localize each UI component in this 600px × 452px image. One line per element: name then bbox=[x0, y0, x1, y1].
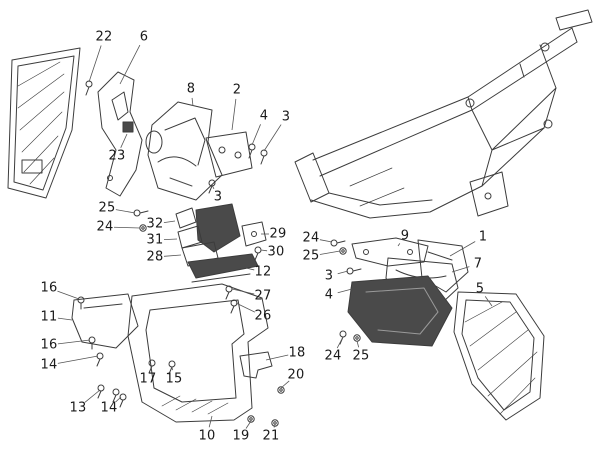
leader-line-14-29 bbox=[57, 355, 99, 364]
leader-line-24-9 bbox=[113, 226, 141, 229]
leader-line-24-15 bbox=[319, 239, 333, 243]
leader-line-9-17 bbox=[397, 243, 401, 247]
fastener-screw-13b bbox=[112, 388, 120, 403]
leader-line-16-26 bbox=[57, 290, 80, 300]
leader-line-30-14 bbox=[260, 249, 268, 252]
fastener-washer-20 bbox=[277, 386, 285, 394]
leader-line-6-1 bbox=[119, 44, 141, 85]
leader-line-17-32 bbox=[150, 365, 153, 371]
leader-line-31-11 bbox=[163, 238, 178, 240]
leader-line-23-6 bbox=[120, 133, 128, 148]
fastener-screw-14-lower bbox=[119, 393, 127, 408]
fastener-screw-24-mid bbox=[330, 239, 346, 247]
part-side-fairing-5 bbox=[453, 291, 545, 421]
leader-line-25-37 bbox=[356, 340, 360, 348]
part-side-panel-11 bbox=[71, 293, 139, 349]
leader-line-19-39 bbox=[245, 420, 252, 429]
leader-line-11-27 bbox=[57, 317, 73, 321]
leader-line-3-7 bbox=[211, 184, 215, 190]
leader-line-8-2 bbox=[191, 97, 194, 107]
leader-line-1-18 bbox=[449, 241, 476, 257]
part-mount-plate bbox=[205, 131, 253, 178]
leader-line-25-16 bbox=[319, 250, 341, 255]
leader-line-3-19 bbox=[337, 270, 349, 275]
leader-line-20-35 bbox=[280, 380, 290, 389]
leader-line-24-36 bbox=[336, 336, 344, 349]
leader-line-3-5 bbox=[263, 124, 282, 152]
leader-line-4-20 bbox=[337, 288, 353, 294]
fastener-screw-13a bbox=[97, 384, 105, 399]
leader-line-10-38 bbox=[208, 415, 213, 428]
leader-line-13-30 bbox=[84, 389, 101, 403]
fastener-washer-21 bbox=[271, 419, 279, 427]
leader-line-25-8 bbox=[115, 209, 136, 214]
leader-line-27-24 bbox=[231, 288, 255, 295]
leader-line-32-10 bbox=[163, 220, 176, 224]
part-lower-panel-10 bbox=[127, 283, 269, 423]
leader-line-5-22 bbox=[484, 296, 493, 307]
part-windscreen bbox=[7, 47, 81, 199]
fastener-clip-16-upper bbox=[77, 296, 85, 310]
leader-line-18-34 bbox=[265, 354, 289, 361]
part-bracket-cluster bbox=[175, 203, 241, 267]
leader-line-7-21 bbox=[451, 266, 470, 273]
part-main-frame bbox=[294, 9, 593, 219]
part-small-bracket-29 bbox=[241, 221, 267, 247]
leader-line-21-40 bbox=[273, 424, 276, 428]
leader-line-28-12 bbox=[163, 254, 182, 257]
part-radiator-shroud bbox=[347, 275, 453, 347]
leader-line-15-33 bbox=[171, 366, 173, 371]
leader-line-12-23 bbox=[245, 267, 255, 271]
leader-line-22-0 bbox=[88, 45, 102, 83]
part-front-bracket bbox=[97, 71, 143, 197]
fastener-washer-19 bbox=[247, 415, 255, 423]
fastener-screw-3-mid bbox=[208, 179, 216, 194]
leader-line-2-3 bbox=[231, 98, 237, 131]
fastener-screw-3-top bbox=[260, 149, 268, 165]
part-long-duct-12 bbox=[187, 253, 259, 283]
part-bracket-18 bbox=[239, 351, 273, 379]
leader-line-16-28 bbox=[57, 339, 91, 345]
leader-line-4-4 bbox=[251, 124, 261, 146]
part-bracket-9 bbox=[351, 237, 429, 267]
part-air-duct bbox=[145, 101, 223, 201]
leader-line-14-31 bbox=[115, 396, 122, 403]
leader-line-26-25 bbox=[235, 302, 256, 313]
